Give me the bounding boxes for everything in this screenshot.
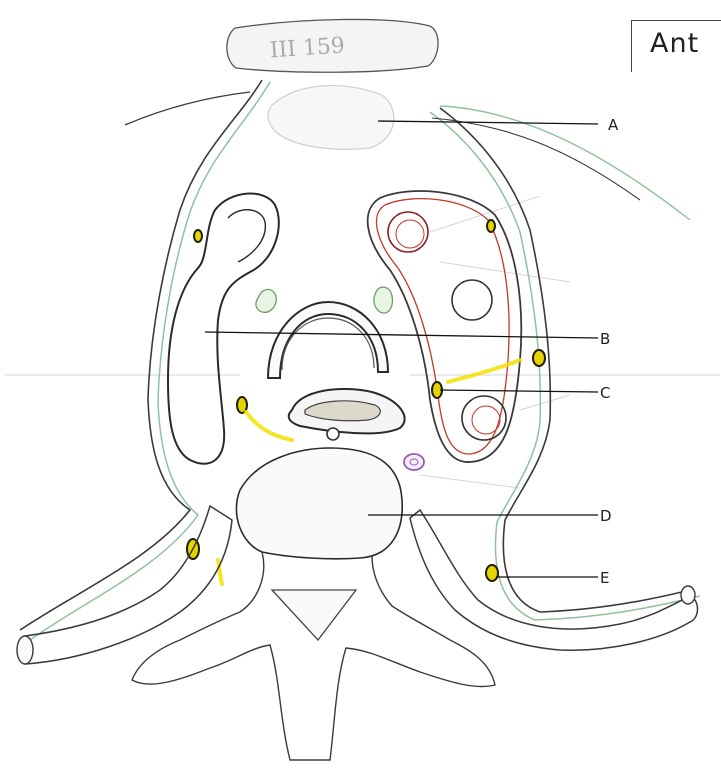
left-body-wall-outer: [20, 80, 262, 630]
small-round-vessel: [327, 428, 339, 440]
green-structure-right: [374, 287, 392, 313]
nerve-node-right-upper: [487, 220, 495, 232]
vertebral-body: [236, 448, 402, 559]
region-a-blob: [268, 86, 394, 150]
faint-annotation-lines: [5, 196, 720, 488]
right-rib-end: [681, 586, 695, 604]
nerve-node-left-upper: [194, 230, 202, 242]
red-vessel-upper-inner: [396, 220, 424, 248]
right-rib: [410, 510, 698, 650]
label-c: C: [600, 384, 610, 402]
left-spoon-inner: [228, 210, 265, 262]
leader-line-c: [440, 390, 598, 392]
right-body-wall-outer: [440, 108, 690, 612]
left-spoon-structure: [168, 194, 279, 464]
label-d: D: [600, 507, 612, 525]
nerve-node-e: [486, 565, 498, 581]
label-b: B: [600, 330, 610, 348]
middle-vessel: [452, 280, 492, 320]
green-structure-left: [256, 289, 276, 312]
spinal-canal: [272, 590, 356, 640]
vertebral-arch: [132, 552, 495, 760]
nerve-node-right-mid: [533, 350, 545, 366]
upper-left-chest-line: [125, 92, 250, 125]
label-e: E: [600, 569, 609, 587]
leader-line-a: [378, 121, 598, 124]
sketch-number: III 159: [269, 33, 346, 63]
red-vessel-upper: [388, 212, 428, 252]
right-skin-line: [430, 112, 700, 620]
lower-vessel-inner: [472, 406, 500, 434]
leader-line-b: [205, 332, 598, 338]
esophagus-inner: [305, 401, 380, 421]
purple-vessel: [404, 454, 424, 470]
label-a: A: [608, 116, 619, 134]
left-rib: [18, 506, 233, 664]
left-rib-end: [17, 636, 33, 664]
trachea-arch-outer: [268, 302, 388, 378]
